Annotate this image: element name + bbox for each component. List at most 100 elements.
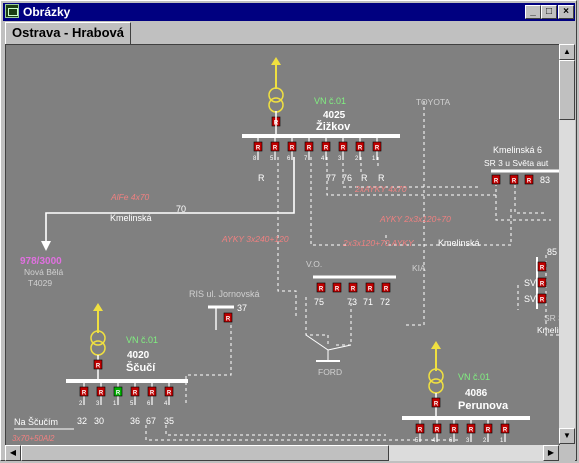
svg-text:36: 36 xyxy=(130,416,140,426)
arrow-up-icon xyxy=(93,303,103,311)
feeder-number: 6 xyxy=(287,156,291,162)
feeder-breaker-icon[interactable] xyxy=(449,423,459,434)
svg-text:85: 85 xyxy=(547,247,557,257)
svg-text:V.O.: V.O. xyxy=(306,259,322,269)
horizontal-scroll-thumb[interactable] xyxy=(21,445,389,461)
breaker-glyph: R xyxy=(324,146,329,152)
nova-bela-code: 978/3000 xyxy=(20,256,62,267)
arrow-up-icon xyxy=(431,341,441,349)
feeder-breaker-icon[interactable] xyxy=(130,386,140,397)
breaker-icon[interactable] xyxy=(537,293,547,304)
maximize-button[interactable]: □ xyxy=(541,5,557,19)
tab-ostrava-hrabova[interactable]: Ostrava - Hrabová xyxy=(5,22,131,45)
feeder-breaker-icon[interactable] xyxy=(79,386,89,397)
feeder-breaker-icon[interactable] xyxy=(415,423,425,434)
breaker-glyph: R xyxy=(358,146,363,152)
svg-text:SR 3 u Světa aut: SR 3 u Světa aut xyxy=(484,158,549,168)
station-number: 4025 xyxy=(323,110,346,121)
feeder-number: 1 xyxy=(372,156,376,162)
breaker-icon[interactable] xyxy=(381,282,391,293)
minimize-button[interactable]: _ xyxy=(525,5,541,19)
feeder-number: 7 xyxy=(304,156,308,162)
svg-text:71: 71 xyxy=(363,297,373,307)
svg-text:KIA: KIA xyxy=(412,263,426,273)
feeder-breaker-icon[interactable] xyxy=(147,386,157,397)
feeder-breaker-icon[interactable] xyxy=(466,423,476,434)
vertical-scroll-thumb[interactable] xyxy=(559,60,575,120)
svg-text:Perunova: Perunova xyxy=(458,400,509,412)
svg-text:VN č.01: VN č.01 xyxy=(126,335,158,345)
svg-text:35: 35 xyxy=(164,416,174,426)
feeder-breaker-icon[interactable] xyxy=(372,141,382,152)
svg-text:37: 37 xyxy=(237,303,247,313)
svg-text:2xAYKY 4x70: 2xAYKY 4x70 xyxy=(354,184,407,194)
breaker-glyph: R xyxy=(435,428,440,434)
title-bar[interactable]: Obrázky _ □ × xyxy=(3,3,575,21)
feeder-breaker-icon[interactable] xyxy=(432,423,442,434)
breaker-icon[interactable] xyxy=(491,174,501,185)
arrow-down-icon xyxy=(41,241,51,251)
scroll-right-button[interactable]: ▶ xyxy=(543,445,559,461)
feeder-number: 2 xyxy=(79,401,83,407)
svg-text:VN č.01: VN č.01 xyxy=(458,372,490,382)
scroll-up-button[interactable]: ▲ xyxy=(559,44,575,60)
vertical-scrollbar[interactable]: ▲ ▼ xyxy=(559,44,575,444)
breaker-icon[interactable] xyxy=(316,282,326,293)
feeder-number: 5 xyxy=(130,401,134,407)
breaker-icon[interactable] xyxy=(93,359,103,370)
breaker-icon[interactable] xyxy=(348,282,358,293)
svg-text:Kmelinská: Kmelinská xyxy=(438,238,480,248)
breaker-icon[interactable] xyxy=(431,397,441,408)
transformer-icon xyxy=(428,368,444,394)
breaker-icon[interactable] xyxy=(223,312,233,323)
feeder-breaker-icon[interactable] xyxy=(96,386,106,397)
arrow-up-icon xyxy=(271,57,281,65)
feeder-breaker-icon[interactable] xyxy=(483,423,493,434)
feeder-breaker-icon[interactable] xyxy=(355,141,365,152)
feeder-breaker-icon[interactable] xyxy=(321,141,331,152)
svg-text:3x70+50Al2: 3x70+50Al2 xyxy=(12,434,55,443)
feeder-breaker-icon[interactable] xyxy=(287,141,297,152)
feeder-breaker-icon[interactable] xyxy=(253,141,263,152)
feeder-breaker-icon[interactable] xyxy=(304,141,314,152)
svg-text:32: 32 xyxy=(77,416,87,426)
feeder-breaker-icon[interactable] xyxy=(164,386,174,397)
feeder-number: 5 xyxy=(415,438,419,444)
breaker-icon[interactable] xyxy=(537,261,547,272)
tab-strip: Ostrava - Hrabová xyxy=(3,22,575,45)
breaker-glyph: R xyxy=(486,428,491,434)
svg-text:4086: 4086 xyxy=(465,388,488,399)
scroll-left-button[interactable]: ◀ xyxy=(5,445,21,461)
breaker-icon[interactable] xyxy=(524,174,534,185)
svg-text:SR 3: SR 3 xyxy=(544,313,559,323)
app-icon xyxy=(5,4,19,18)
transformer-icon xyxy=(268,87,284,113)
svg-text:R: R xyxy=(378,173,385,183)
feeder-number: 2 xyxy=(355,156,359,162)
feeder-number: 3 xyxy=(338,156,342,162)
breaker-glyph: R xyxy=(116,391,121,397)
feeder-breaker-icon[interactable] xyxy=(500,423,510,434)
breaker-icon[interactable] xyxy=(332,282,342,293)
breaker-icon[interactable] xyxy=(537,277,547,288)
scroll-down-button[interactable]: ▼ xyxy=(559,428,575,444)
horizontal-scrollbar[interactable]: ◀ ▶ xyxy=(5,445,559,461)
feeder-breaker-icon[interactable] xyxy=(113,386,123,397)
svg-text:AYKY 3x240+120: AYKY 3x240+120 xyxy=(221,234,289,244)
feeder-breaker-icon[interactable] xyxy=(338,141,348,152)
breaker-glyph: R xyxy=(167,391,172,397)
svg-text:R: R xyxy=(258,173,265,183)
feeder-breaker-icon[interactable] xyxy=(270,141,280,152)
breaker-icon[interactable] xyxy=(365,282,375,293)
breaker-glyph: R xyxy=(82,391,87,397)
close-button[interactable]: × xyxy=(558,5,574,19)
svg-text:T4029: T4029 xyxy=(28,278,52,288)
feeder-number: 4 xyxy=(164,401,168,407)
breaker-icon[interactable] xyxy=(509,174,519,185)
svg-text:SV: SV xyxy=(524,278,536,288)
svg-text:75: 75 xyxy=(314,297,324,307)
